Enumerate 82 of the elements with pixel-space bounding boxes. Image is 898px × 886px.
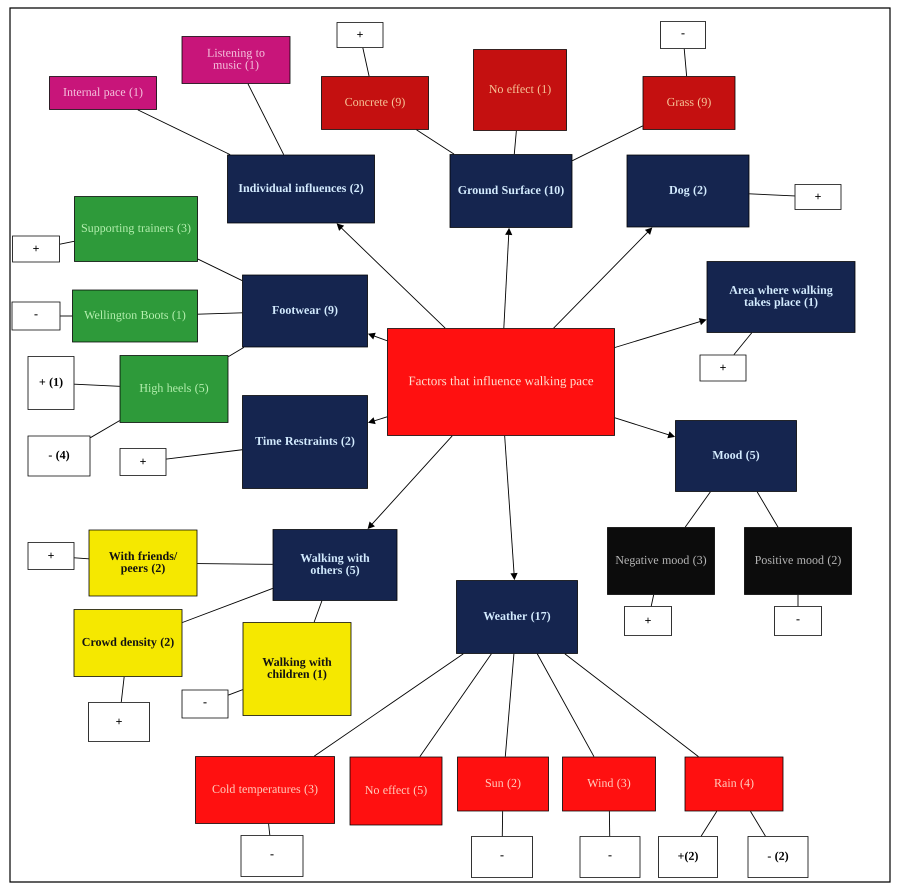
effect-box: - <box>240 835 304 877</box>
factor-box: With friends/ peers (2) <box>88 530 198 596</box>
connector-line <box>684 491 711 528</box>
connector-line <box>419 653 492 758</box>
effect-box: + <box>700 354 746 382</box>
factor-box: Wellington Boots (1) <box>72 290 198 342</box>
category-box: Walking with others (5) <box>272 529 398 601</box>
factor-box: Positive mood (2) <box>744 527 852 595</box>
connector-line <box>197 312 243 315</box>
connector-line <box>750 810 766 837</box>
factor-box: Internal pace (1) <box>49 76 157 110</box>
factor-box: No effect (1) <box>473 49 567 131</box>
connector-line <box>536 653 594 758</box>
connector-line <box>228 346 244 358</box>
effect-box: + <box>120 448 166 476</box>
factor-box: Rain (4) <box>684 756 784 812</box>
factor-box: Crowd density (2) <box>74 609 182 677</box>
connector-line <box>74 384 120 387</box>
factor-box: Cold temperatures (3) <box>195 756 335 824</box>
connector-line <box>196 563 274 565</box>
factor-box: High heels (5) <box>120 355 228 423</box>
central-box: Factors that influence walking pace <box>387 328 615 436</box>
category-box: Mood (5) <box>675 420 797 492</box>
connector-line <box>684 48 688 77</box>
effect-box: - <box>660 21 706 49</box>
connector-line <box>137 109 231 156</box>
effect-box: + <box>336 22 384 48</box>
effect-box: - <box>580 836 640 878</box>
connector-line <box>700 810 718 837</box>
category-box: Weather (17) <box>456 580 578 654</box>
connector-line <box>90 420 120 438</box>
connector-line <box>416 129 454 155</box>
factor-box: Listening to music (1) <box>182 36 290 84</box>
effect-box: - <box>774 606 822 636</box>
connector-line <box>197 258 243 281</box>
effect-box: + <box>28 542 74 570</box>
connector-line <box>564 653 699 758</box>
factor-box: Concrete (9) <box>321 76 429 130</box>
category-box: Area where walking takes place (1) <box>706 261 856 333</box>
connector-line <box>166 449 243 460</box>
effect-box: - (2) <box>748 836 808 878</box>
connector-line <box>734 332 752 356</box>
factor-box: Sun (2) <box>457 756 549 812</box>
factor-box: No effect (5) <box>350 756 442 826</box>
connector-line <box>502 810 504 837</box>
effect-box: + (1) <box>28 356 74 410</box>
effect-box: + <box>794 184 842 210</box>
connector-line <box>362 47 370 77</box>
effect-box: + <box>88 702 150 742</box>
connector-line <box>748 193 796 196</box>
connector-line <box>314 600 322 623</box>
factor-box: Grass (9) <box>642 76 736 130</box>
effect-box: + <box>624 606 672 636</box>
factor-box: Supporting trainers (3) <box>74 196 198 262</box>
effect-box: + <box>12 236 60 262</box>
connector-line <box>182 588 274 623</box>
connector-line <box>74 557 90 560</box>
category-box: Footwear (9) <box>242 274 368 348</box>
connector-line <box>228 689 244 696</box>
connector-line <box>514 130 517 155</box>
connector-line <box>314 653 464 757</box>
category-box: Dog (2) <box>626 154 750 228</box>
connector-line <box>120 676 125 703</box>
effect-box: - <box>182 690 228 718</box>
category-box: Time Restraints (2) <box>242 395 368 489</box>
factor-box: Walking with children (1) <box>242 622 352 716</box>
connector-line <box>756 491 778 528</box>
connector-line <box>650 594 654 607</box>
category-box: Individual influences (2) <box>227 154 375 224</box>
connector-line <box>572 126 644 162</box>
category-box: Ground Surface (10) <box>450 154 572 228</box>
factor-box: Negative mood (3) <box>607 527 715 595</box>
connector-line <box>59 240 75 245</box>
effect-box: - (4) <box>28 436 90 476</box>
factor-box: Wind (3) <box>562 756 656 812</box>
effect-box: - <box>12 302 60 330</box>
connector-line <box>608 810 610 837</box>
connector-line <box>268 823 270 836</box>
effect-box: +(2) <box>658 836 718 878</box>
connector-line <box>248 83 284 156</box>
effect-box: - <box>471 836 533 878</box>
connector-line <box>504 653 514 758</box>
